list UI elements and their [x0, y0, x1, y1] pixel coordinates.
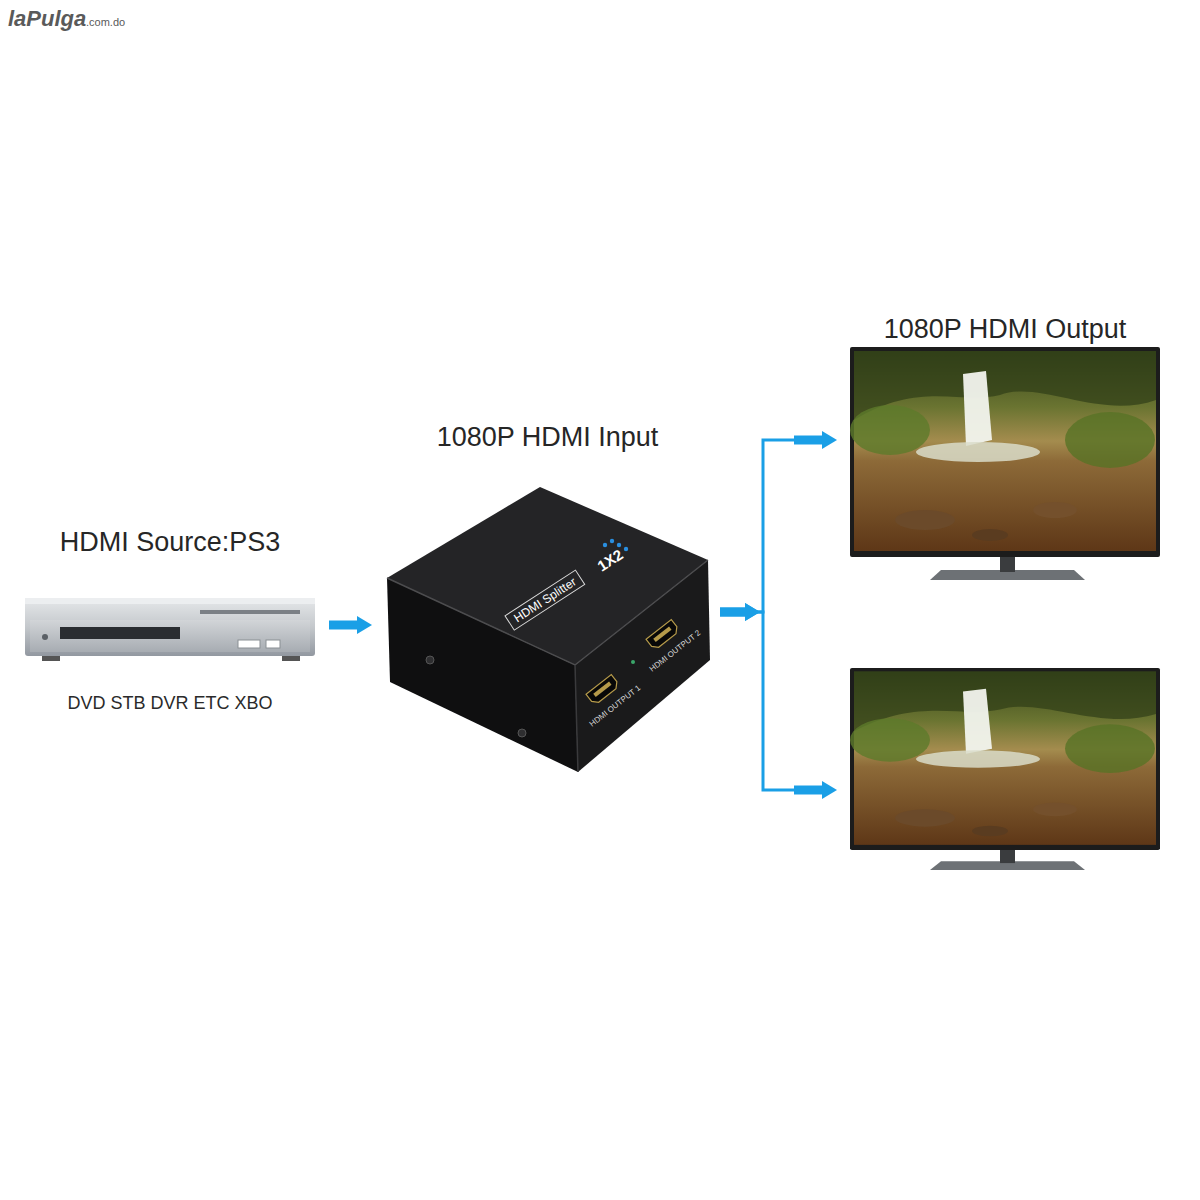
- watermark: .com.do: [86, 16, 125, 28]
- output-heading: 1080P HDMI Output: [884, 312, 1127, 346]
- player-buttons: [200, 610, 300, 614]
- tv-display: 1080P HDMI Output: [845, 312, 1165, 587]
- arrow-head: [745, 603, 760, 621]
- arrow-shaft: [329, 621, 358, 630]
- source-heading: HDMI Source:PS3: [60, 525, 281, 559]
- connector-line: [720, 612, 794, 790]
- screw: [518, 729, 526, 737]
- arrow-shaft: [794, 436, 823, 445]
- box-edge: [387, 560, 708, 665]
- player-front: [30, 620, 310, 652]
- splitter-device: 1080P HDMI Input 1X2HDMI SplitterHDMI OUT…: [380, 420, 715, 775]
- tv-display: [845, 665, 1165, 875]
- label-holder: HDMI OUTPUT 2: [648, 628, 702, 673]
- tv-picture: [850, 668, 1160, 870]
- label-holder: HDMI Splitter: [504, 569, 585, 631]
- player-lid: [25, 598, 315, 604]
- dot: [603, 543, 607, 547]
- flow-arrow: [329, 616, 372, 634]
- power-button: [42, 634, 48, 640]
- model-text: 1X2: [594, 546, 626, 575]
- player-port: [266, 640, 280, 648]
- watermark: laPulga: [8, 6, 86, 32]
- product-label: HDMI Splitter: [504, 569, 585, 631]
- port-label: HDMI OUTPUT 1: [588, 683, 642, 728]
- box-top: [387, 487, 708, 665]
- label-holder: HDMI OUTPUT 1: [588, 683, 642, 728]
- arrow-shaft: [720, 608, 745, 617]
- dot: [624, 547, 628, 551]
- label-holder: 1X2: [594, 546, 626, 575]
- source-device: HDMI Source:PS3DVD STB DVR ETC XBO: [20, 525, 320, 715]
- arrow-head: [822, 431, 837, 449]
- led: [631, 660, 635, 664]
- input-heading: 1080P HDMI Input: [437, 420, 659, 454]
- player-body: [25, 598, 315, 656]
- arrow-head: [357, 616, 372, 634]
- port-label: HDMI OUTPUT 2: [648, 628, 702, 673]
- arrow-shaft: [720, 608, 745, 617]
- tv-picture: [850, 347, 1160, 580]
- label-holder: .com.do: [86, 16, 125, 28]
- player-port: [238, 640, 260, 648]
- source-note: DVD STB DVR ETC XBO: [67, 691, 272, 715]
- arrow-head: [745, 603, 760, 621]
- flow-arrow: [720, 603, 837, 799]
- arrow-head: [822, 781, 837, 799]
- connector-line: [720, 440, 794, 612]
- player-tray: [60, 627, 180, 639]
- arrow-shaft: [794, 786, 823, 795]
- box-edge: [575, 665, 578, 772]
- screw: [426, 656, 434, 664]
- flow-arrow: [720, 431, 837, 621]
- hdmi-splitter-box: [387, 487, 710, 772]
- dot: [610, 539, 614, 543]
- label-holder: laPulga: [8, 6, 86, 32]
- dvd-player: [25, 598, 315, 661]
